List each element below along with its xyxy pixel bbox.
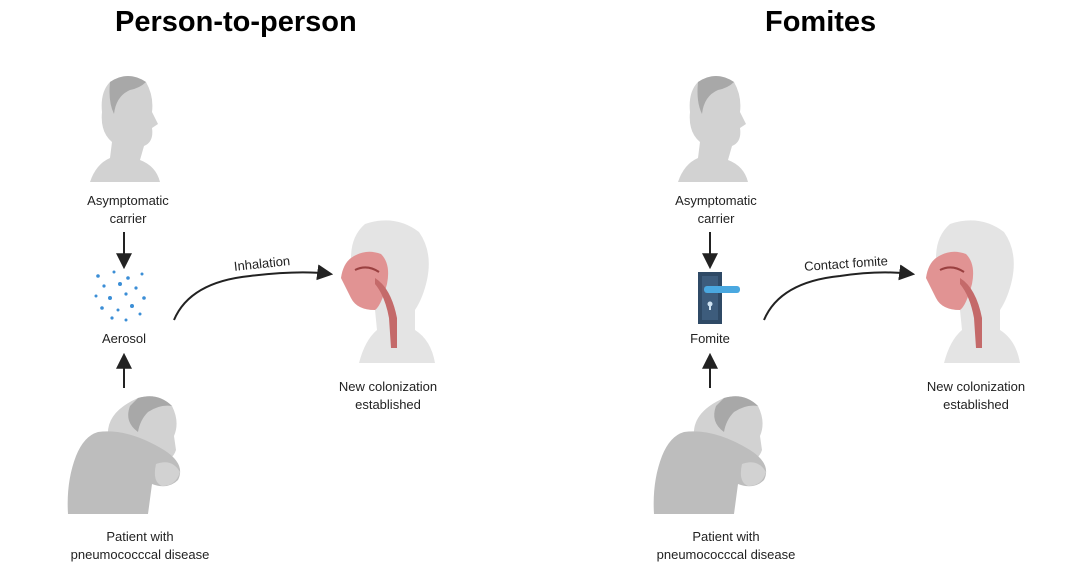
- outcome-label: New colonization established: [338, 379, 438, 412]
- outcome-label: New colonization established: [926, 379, 1026, 412]
- arrow-route: [763, 264, 916, 321]
- patient-label: Patient with pneumococccal disease: [70, 529, 210, 562]
- patient-label: Patient with pneumococccal disease: [656, 529, 796, 562]
- panel-fomites: Fomites Asymptomatic carrier Fomite Pati…: [590, 0, 1082, 584]
- arrow-route: [173, 264, 334, 321]
- carrier-head-illustration: [678, 76, 748, 182]
- vehicle-label: Aerosol: [101, 331, 147, 346]
- panel-title: Person-to-person: [115, 6, 357, 38]
- carrier-head-illustration: [90, 76, 160, 182]
- arrow-patient-to-vehicle: [702, 352, 718, 388]
- arrow-carrier-to-vehicle: [116, 232, 132, 270]
- arrow-patient-to-vehicle: [116, 352, 132, 388]
- panel-person-to-person: Person-to-person Asymptomatic carrier Ae…: [67, 6, 438, 562]
- arrow-carrier-to-vehicle: [702, 232, 718, 270]
- door-handle-icon: [698, 272, 740, 324]
- carrier-label: Asymptomatic carrier: [675, 193, 757, 226]
- airway-head-illustration: [341, 220, 435, 363]
- vehicle-label: Fomite: [690, 331, 730, 346]
- aerosol-droplets-illustration: [94, 270, 146, 322]
- carrier-label: Asymptomatic carrier: [87, 193, 169, 226]
- airway-head-illustration: [926, 220, 1020, 363]
- patient-coughing-illustration: [67, 396, 181, 514]
- panel-title: Fomites: [765, 6, 877, 38]
- patient-coughing-illustration: [653, 396, 767, 514]
